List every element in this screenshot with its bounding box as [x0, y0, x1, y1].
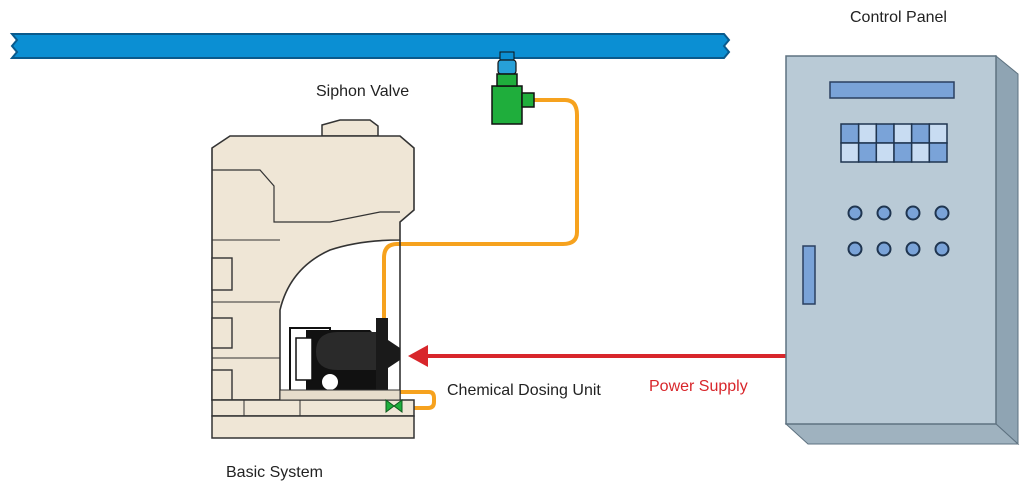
panel-keypad: [840, 123, 948, 163]
dosing-check-valve: [385, 399, 403, 413]
panel-button: [905, 241, 921, 257]
panel-button: [847, 241, 863, 257]
siphon-valve: [491, 51, 535, 125]
keypad-cell: [857, 142, 878, 163]
dosing-pump: [279, 318, 401, 401]
control-panel-label: Control Panel: [850, 9, 947, 26]
panel-button: [934, 205, 950, 221]
siphon-valve-label: Siphon Valve: [316, 83, 410, 100]
power-supply-label: Power Supply: [649, 378, 748, 395]
power-supply-arrow: [408, 345, 786, 367]
control-panel-cabinet: [784, 54, 1020, 446]
return-hose: [394, 390, 436, 410]
panel-buttons: [847, 205, 950, 257]
panel-display-bar: [829, 81, 955, 99]
keypad-cell: [875, 123, 895, 144]
keypad-cell: [840, 123, 860, 144]
keypad-cell: [910, 123, 931, 144]
storage-tank: [211, 119, 415, 439]
keypad-cell: [893, 123, 913, 144]
water-pipe: [9, 33, 731, 59]
panel-button: [876, 241, 892, 257]
panel-button: [876, 205, 892, 221]
panel-button: [905, 205, 921, 221]
keypad-cell: [910, 142, 931, 163]
keypad-cell: [875, 142, 895, 163]
panel-button: [934, 241, 950, 257]
panel-door-handle: [802, 245, 816, 305]
basic-system-label: Basic System: [226, 464, 323, 481]
keypad-cell: [928, 142, 948, 163]
panel-button: [847, 205, 863, 221]
keypad-cell: [893, 142, 913, 163]
keypad-cell: [857, 123, 878, 144]
suction-hose: [382, 98, 579, 325]
keypad-cell: [840, 142, 860, 163]
chemical-dosing-unit-label: Chemical Dosing Unit: [447, 382, 601, 399]
keypad-cell: [928, 123, 948, 144]
